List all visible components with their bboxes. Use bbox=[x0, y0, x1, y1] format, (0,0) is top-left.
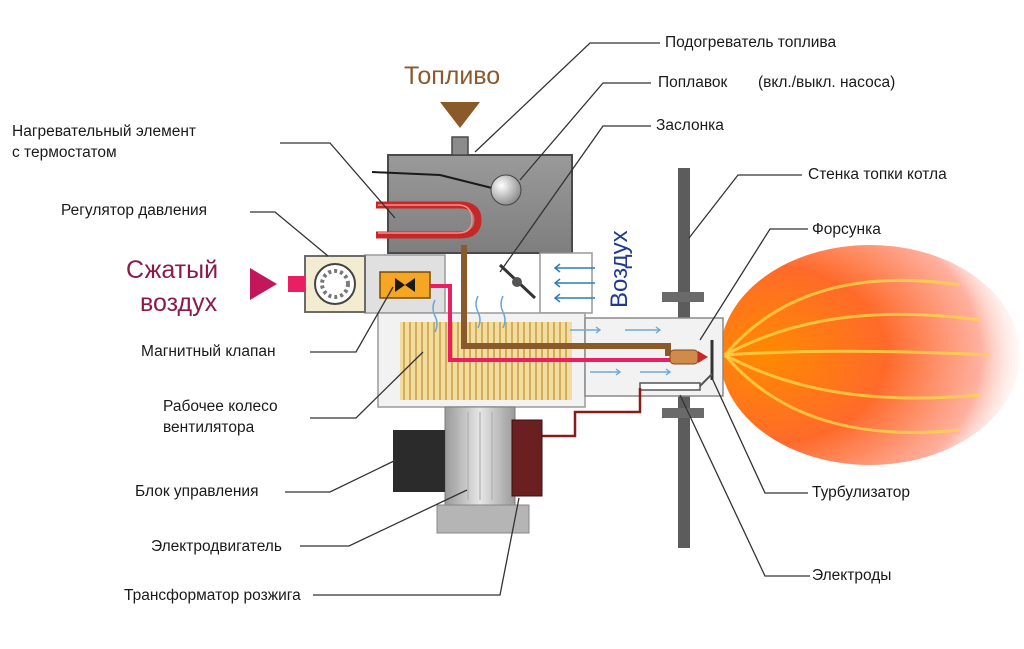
label-turbulator: Турбулизатор bbox=[812, 484, 910, 501]
fuel-line bbox=[461, 245, 671, 356]
ignition-wire bbox=[541, 388, 642, 438]
label-nozzle: Форсунка bbox=[812, 221, 881, 238]
label-fuel-preheater: Подогреватель топлива bbox=[665, 34, 837, 51]
label-pressure-regulator: Регулятор давления bbox=[61, 202, 208, 219]
label-solenoid-valve: Магнитный клапан bbox=[141, 343, 276, 360]
damper bbox=[498, 263, 537, 300]
compressed-air-label-line2: воздух bbox=[140, 289, 218, 317]
tube-air-arrows bbox=[570, 326, 672, 376]
label-float: Поплавок bbox=[658, 74, 728, 91]
label-float-note: (вкл./выкл. насоса) bbox=[758, 74, 896, 91]
label-impeller-2: вентилятора bbox=[163, 419, 255, 436]
ignition-transformer bbox=[511, 419, 543, 497]
compressed-air-pipe-in bbox=[288, 276, 305, 292]
label-electrodes: Электроды bbox=[812, 567, 892, 584]
compressed-air-label-line1: Сжатый bbox=[126, 256, 219, 284]
electrodes bbox=[639, 382, 701, 391]
label-heating-element-1: Нагревательный элемент bbox=[12, 123, 197, 140]
fuel-label: Топливо bbox=[404, 62, 501, 90]
control-unit bbox=[393, 430, 445, 492]
compressed-air-arrow-icon bbox=[250, 268, 277, 300]
wall-bolt-bottom bbox=[662, 408, 704, 418]
label-motor: Электродвигатель bbox=[151, 538, 282, 555]
air-label: Воздух bbox=[606, 230, 633, 308]
label-furnace-wall: Стенка топки котла bbox=[808, 166, 947, 183]
label-ignition-transformer: Трансформатор розжига bbox=[124, 587, 301, 604]
label-damper: Заслонка bbox=[656, 117, 724, 134]
compressed-air-line bbox=[430, 284, 680, 362]
air-inlet-arrows bbox=[553, 263, 595, 303]
down-air-arrows bbox=[432, 295, 506, 333]
label-impeller-1: Рабочее колесо bbox=[163, 398, 278, 415]
thermostat-wire bbox=[371, 171, 441, 176]
fuel-inlet bbox=[451, 136, 469, 156]
nozzle bbox=[669, 349, 699, 365]
float-ball bbox=[490, 174, 522, 206]
label-heating-element-2: с термостатом bbox=[12, 144, 117, 161]
heating-element bbox=[376, 201, 482, 239]
label-control-unit: Блок управления bbox=[135, 483, 259, 500]
wall-bolt-top bbox=[662, 292, 704, 302]
leader-lines bbox=[250, 42, 810, 596]
fuel-arrow-icon bbox=[440, 102, 480, 128]
flame bbox=[720, 245, 1020, 465]
